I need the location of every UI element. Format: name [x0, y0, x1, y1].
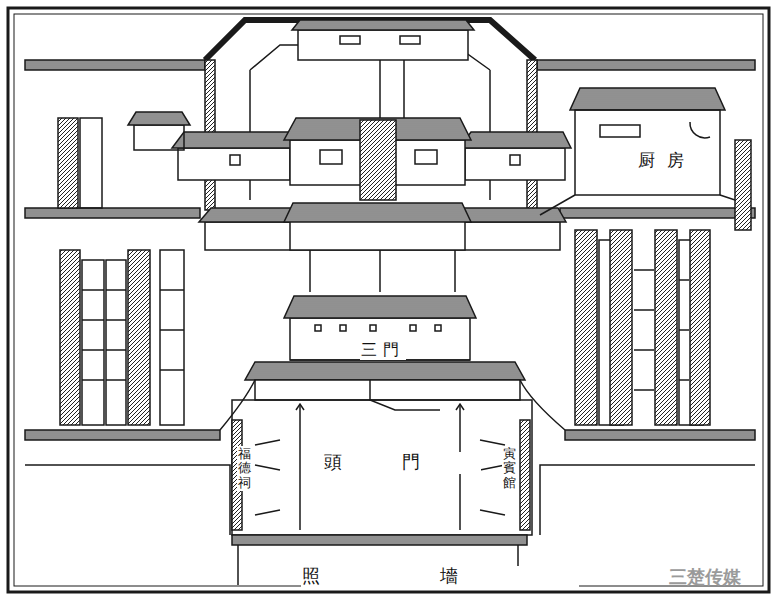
place-name: 照墻 — [301, 566, 579, 588]
building-box: 厨房 — [578, 140, 716, 180]
building-name: 厨房 — [598, 149, 696, 172]
place-name: 頭門 — [323, 452, 481, 474]
place-name: 三門 — [360, 340, 406, 360]
place-name: 寅賓館 — [502, 446, 517, 491]
watermark: 三楚传媒 — [668, 566, 742, 588]
place-name: 福德祠 — [237, 446, 252, 491]
